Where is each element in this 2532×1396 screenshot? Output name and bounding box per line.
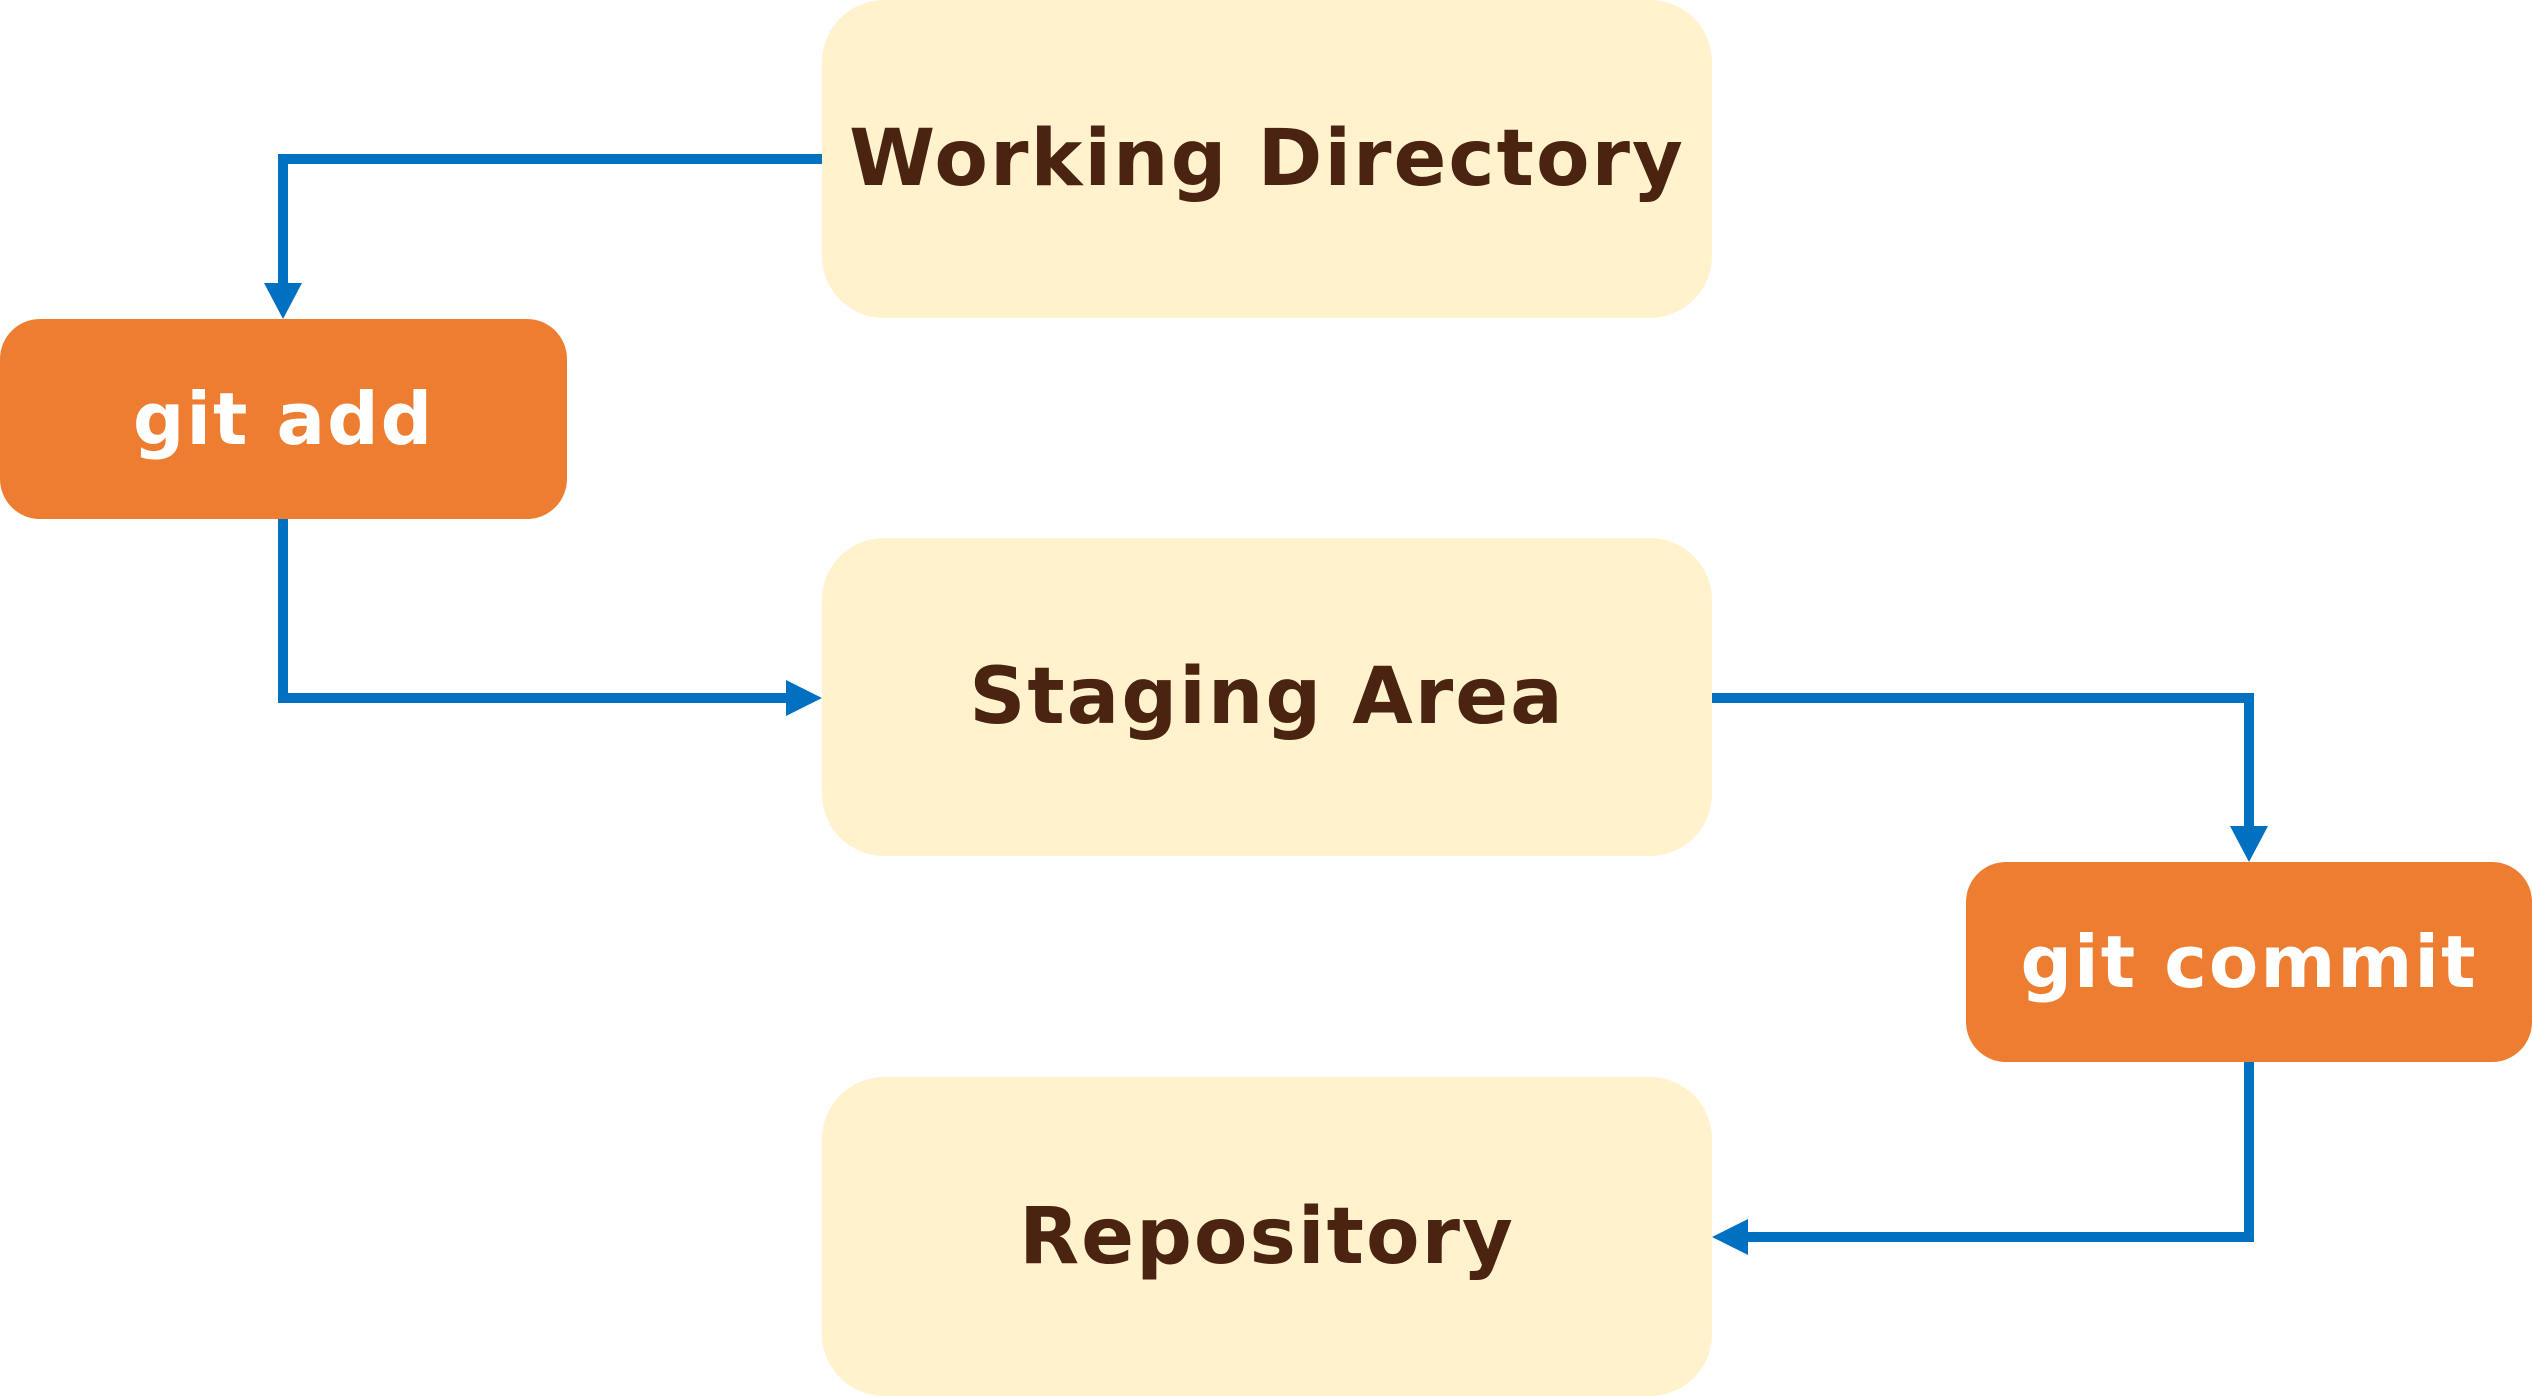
- git-add-label: git add: [132, 377, 435, 461]
- staging-area-box: Staging Area: [822, 538, 1712, 856]
- git-commit-label: git commit: [2020, 920, 2478, 1004]
- git-add-box: git add: [0, 319, 567, 519]
- arrowhead-into-git-commit: [2230, 826, 2268, 862]
- git-commit-box: git commit: [1966, 862, 2532, 1062]
- arrow-staging-to-commit: [1712, 693, 2254, 833]
- arrowhead-into-staging-area: [786, 680, 822, 716]
- arrowhead-into-repository: [1712, 1219, 1748, 1255]
- arrow-working-to-add: [278, 154, 822, 290]
- arrowhead-into-git-add: [264, 283, 302, 319]
- arrow-commit-to-repository: [1741, 1062, 2254, 1242]
- working-directory-box: Working Directory: [822, 0, 1712, 318]
- arrow-add-to-staging: [278, 519, 793, 703]
- repository-box: Repository: [822, 1077, 1712, 1396]
- staging-area-label: Staging Area: [969, 652, 1565, 742]
- repository-label: Repository: [1019, 1191, 1515, 1282]
- working-directory-label: Working Directory: [849, 114, 1685, 204]
